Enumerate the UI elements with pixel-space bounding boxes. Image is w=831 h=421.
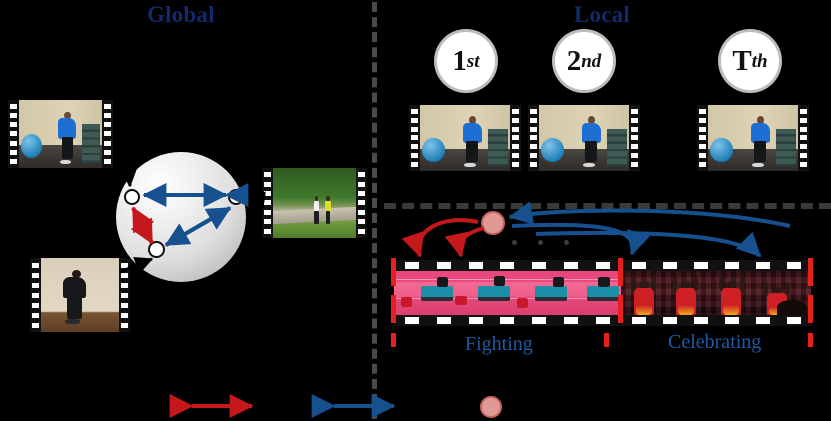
equipment-rack bbox=[607, 128, 628, 166]
player-far bbox=[493, 276, 506, 286]
film-perforations-left bbox=[8, 100, 19, 168]
page-title-local: Local bbox=[574, 2, 630, 27]
film-perforations-right bbox=[798, 105, 809, 171]
film-perforations-right bbox=[510, 105, 521, 171]
timeline-segment-celebrating[interactable] bbox=[621, 260, 811, 326]
exercise-ball bbox=[709, 138, 734, 162]
axis-tick-start bbox=[391, 333, 396, 347]
video-frame bbox=[621, 271, 811, 315]
film-perforations-left bbox=[30, 258, 41, 332]
equipment-rack bbox=[82, 124, 101, 163]
segment-tick-end-lower bbox=[808, 295, 813, 323]
film-perforations-top bbox=[394, 260, 621, 271]
segment-tick-start-upper bbox=[391, 258, 396, 286]
person-figure bbox=[57, 111, 77, 165]
celebrating-player bbox=[631, 275, 657, 315]
film-perforations-left bbox=[697, 105, 708, 171]
video-frame bbox=[539, 105, 629, 171]
ordinal-number: 2 bbox=[566, 44, 582, 77]
player-near bbox=[455, 295, 467, 306]
graph-node-wall-pushup[interactable] bbox=[124, 189, 140, 205]
segment-tick-end-upper bbox=[808, 258, 813, 286]
ellipsis-dot bbox=[564, 240, 569, 245]
local-clip-thumb-2[interactable] bbox=[528, 105, 640, 171]
graph-node-runners[interactable] bbox=[228, 189, 244, 205]
player-far bbox=[598, 277, 610, 287]
local-clip-thumb-1[interactable] bbox=[409, 105, 521, 171]
video-frame bbox=[273, 168, 356, 238]
film-perforations-right bbox=[629, 105, 640, 171]
video-frame bbox=[394, 271, 621, 315]
page-title-global: Global bbox=[147, 2, 215, 27]
exercise-ball bbox=[20, 134, 43, 159]
film-perforations-right bbox=[356, 168, 367, 238]
film-perforations-right bbox=[102, 100, 113, 168]
player-near bbox=[516, 298, 528, 308]
video-thumb-wall-pushup-blue[interactable] bbox=[8, 100, 113, 168]
person-figure bbox=[461, 116, 483, 168]
global-embedding-sphere bbox=[116, 152, 246, 282]
vertical-divider bbox=[372, 2, 377, 419]
film-perforations-left bbox=[262, 168, 273, 238]
celebrating-player bbox=[718, 275, 744, 315]
graph-node-wall-lean[interactable] bbox=[148, 241, 165, 258]
ellipsis-dot bbox=[512, 240, 517, 245]
video-frame bbox=[420, 105, 510, 171]
celebrating-to-prototype-arrows bbox=[508, 201, 791, 258]
person-figure bbox=[580, 116, 602, 168]
segment-tick-mid-upper bbox=[618, 258, 623, 286]
exercise-ball bbox=[540, 138, 565, 162]
film-perforations-bottom bbox=[621, 315, 811, 326]
player-near bbox=[400, 297, 413, 308]
runner-a bbox=[313, 196, 320, 225]
equipment-rack bbox=[488, 128, 509, 166]
equipment-rack bbox=[776, 128, 797, 166]
foreground-head bbox=[776, 300, 808, 315]
legend-prototype-dot bbox=[480, 396, 502, 418]
timeline-segment-fighting[interactable] bbox=[394, 260, 621, 326]
celebrating-player bbox=[673, 275, 698, 315]
video-frame bbox=[19, 100, 102, 168]
axis-tick-end bbox=[808, 333, 813, 347]
segment-tick-mid-lower bbox=[618, 295, 623, 323]
prototype-node[interactable] bbox=[481, 211, 505, 235]
video-frame bbox=[708, 105, 798, 171]
exercise-ball bbox=[421, 138, 446, 162]
runner-b bbox=[324, 196, 331, 225]
axis-tick-mid bbox=[604, 333, 609, 347]
film-perforations-left bbox=[528, 105, 539, 171]
person-figure bbox=[749, 116, 771, 168]
ellipsis-dot bbox=[538, 240, 543, 245]
ordinal-number: T bbox=[732, 44, 752, 77]
segment-tick-start-lower bbox=[391, 295, 396, 323]
film-perforations-right bbox=[119, 258, 130, 332]
person-figure bbox=[61, 269, 88, 325]
ordinal-suffix: nd bbox=[581, 50, 602, 72]
local-clip-thumb-T[interactable] bbox=[697, 105, 809, 171]
film-perforations-top bbox=[621, 260, 811, 271]
video-thumb-wall-lean-black[interactable] bbox=[30, 258, 130, 332]
prototype-to-fighting-arrows bbox=[401, 218, 485, 258]
video-frame bbox=[41, 258, 119, 332]
ordinal-suffix: th bbox=[751, 50, 768, 72]
segment-label-fighting: Fighting bbox=[465, 333, 533, 355]
video-thumb-runners-park[interactable] bbox=[262, 168, 367, 238]
player-far bbox=[552, 277, 565, 287]
film-perforations-bottom bbox=[394, 315, 621, 326]
player-far bbox=[437, 277, 449, 287]
horizontal-divider bbox=[384, 203, 831, 209]
film-perforations-left bbox=[409, 105, 420, 171]
ordinal-suffix: st bbox=[466, 50, 480, 72]
segment-label-celebrating: Celebrating bbox=[668, 331, 762, 353]
ordinal-number: 1 bbox=[452, 44, 467, 77]
